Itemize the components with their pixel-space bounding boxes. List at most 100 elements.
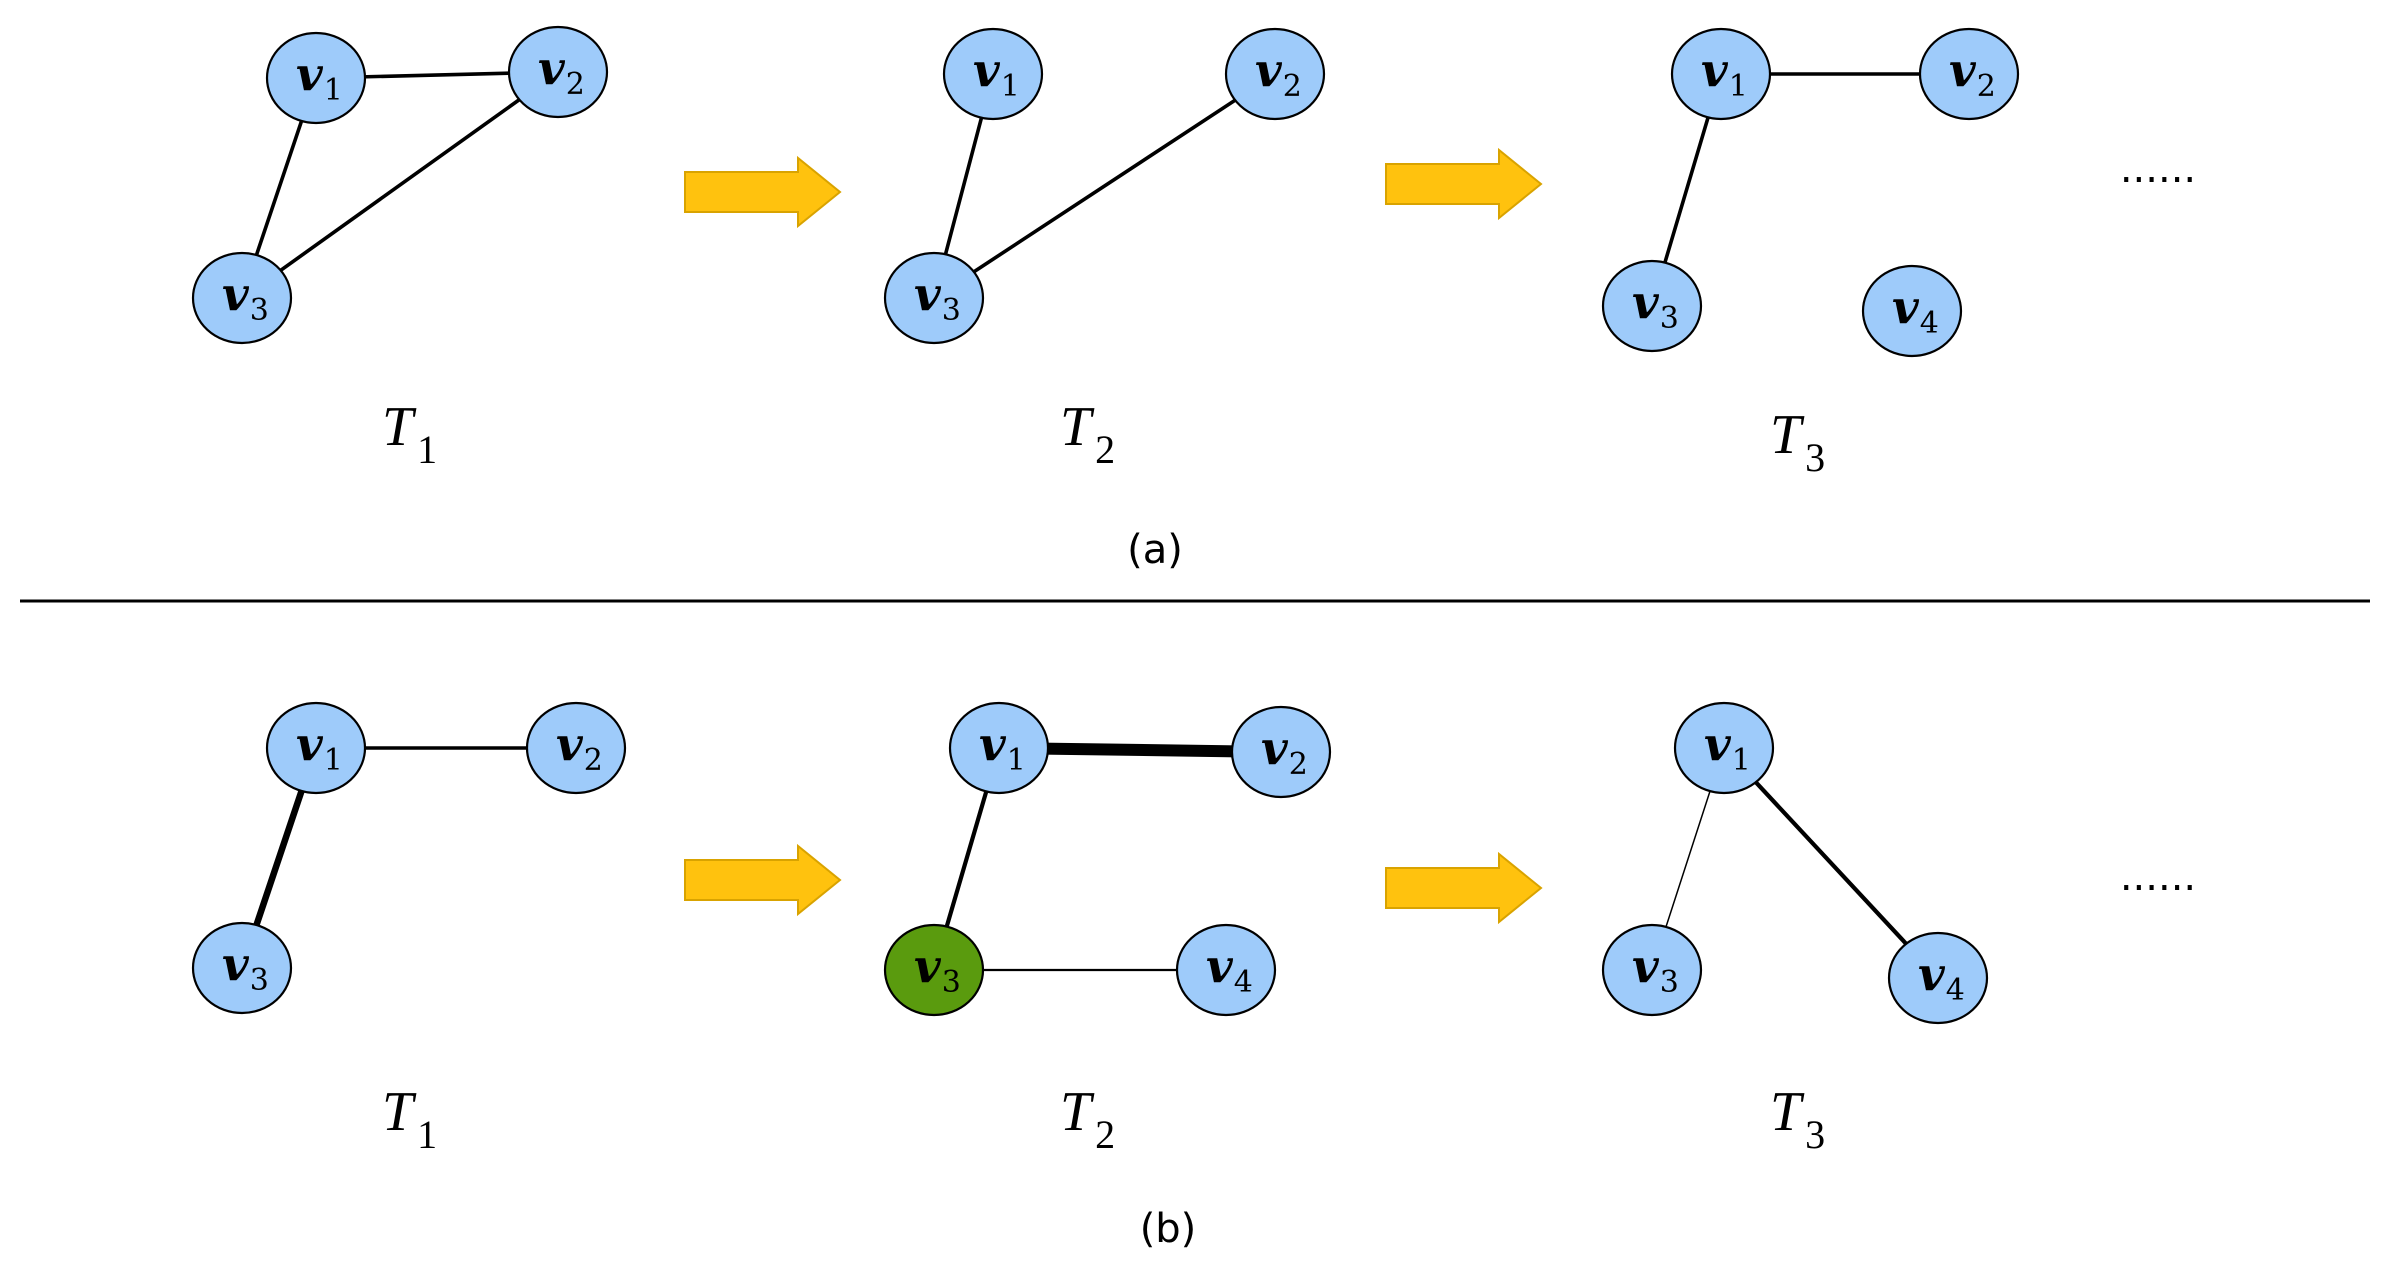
node-v4: v4: [1861, 264, 1963, 358]
node-label-subscript: 1: [324, 73, 343, 108]
edge-v2-v3: [240, 70, 560, 300]
snapshot-label-subscript: 3: [1805, 1112, 1825, 1157]
snapshot-label-main: T: [382, 396, 417, 458]
node-label-subscript: 4: [1920, 306, 1939, 341]
node-v3: v3: [883, 923, 985, 1017]
node-label-subscript: 1: [1729, 69, 1748, 104]
node-label: v3: [222, 937, 269, 998]
node-label: v2: [1255, 43, 1302, 104]
node-label: v2: [556, 717, 603, 778]
node-circle: [883, 923, 985, 1017]
node-label-main: v: [979, 717, 1007, 771]
node-v2: v2: [1918, 27, 2020, 121]
node-v1: v1: [1673, 701, 1775, 795]
node-label: v4: [1918, 947, 1965, 1008]
node-label-main: v: [538, 41, 566, 95]
node-label: v3: [1632, 275, 1679, 336]
node-label-subscript: 3: [1660, 965, 1679, 1000]
snapshot-label-main: T: [1060, 396, 1095, 458]
snapshot-label-subscript: 1: [417, 427, 437, 472]
node-label-main: v: [222, 937, 250, 991]
node-v4: v4: [1175, 923, 1277, 1017]
node-label: v1: [296, 717, 343, 778]
node-label-main: v: [1255, 43, 1283, 97]
transition-arrow-icon: [684, 155, 842, 229]
node-label: v4: [1206, 939, 1253, 1000]
node-label-main: v: [1632, 939, 1660, 993]
transition-arrow-icon: [1385, 851, 1543, 925]
node-v1: v1: [942, 27, 1044, 121]
node-v1: v1: [265, 701, 367, 795]
node-v1: v1: [265, 31, 367, 125]
continuation-ellipsis: ......: [2120, 854, 2196, 900]
node-circle: [1918, 27, 2020, 121]
node-label: v3: [222, 267, 269, 328]
node-circle: [1601, 923, 1703, 1017]
node-label: v1: [973, 43, 1020, 104]
node-v3: v3: [1601, 923, 1703, 1017]
node-label-main: v: [222, 267, 250, 321]
node-v4: v4: [1887, 931, 1989, 1025]
node-circle: [1670, 27, 1772, 121]
node-circle: [1224, 27, 1326, 121]
node-v2: v2: [507, 25, 609, 119]
node-label: v2: [1261, 721, 1308, 782]
node-label-main: v: [1704, 717, 1732, 771]
node-label-main: v: [1261, 721, 1289, 775]
panel-caption: (b): [1140, 1206, 1197, 1252]
node-circle: [1673, 701, 1775, 795]
node-label-subscript: 1: [324, 743, 343, 778]
node-label-subscript: 1: [1001, 69, 1020, 104]
node-label-main: v: [296, 47, 324, 101]
node-label: v3: [914, 939, 961, 1000]
node-label-main: v: [1949, 43, 1977, 97]
node-circle: [191, 251, 293, 345]
node-v3: v3: [1601, 259, 1703, 353]
node-label: v4: [1892, 280, 1939, 341]
node-label-subscript: 3: [250, 963, 269, 998]
snapshot-label-main: T: [1770, 404, 1805, 466]
node-label-main: v: [1892, 280, 1920, 334]
node-label: v1: [1701, 43, 1748, 104]
node-label-subscript: 2: [1977, 69, 1996, 104]
node-circle: [942, 27, 1044, 121]
node-label: v3: [1632, 939, 1679, 1000]
node-label-subscript: 2: [1283, 69, 1302, 104]
node-label-main: v: [1701, 43, 1729, 97]
transition-arrow-icon: [684, 843, 842, 917]
node-circle: [1861, 264, 1963, 358]
node-label-main: v: [296, 717, 324, 771]
node-label-subscript: 2: [584, 743, 603, 778]
node-v2: v2: [1230, 705, 1332, 799]
node-label: v1: [296, 47, 343, 108]
node-circle: [525, 701, 627, 795]
node-circle: [265, 31, 367, 125]
node-label-subscript: 2: [1289, 747, 1308, 782]
edge-v2-v3: [933, 72, 1276, 300]
snapshot-label-main: T: [1770, 1081, 1805, 1143]
node-label-main: v: [1918, 947, 1946, 1001]
node-circle: [1601, 259, 1703, 353]
panel-caption: (a): [1127, 527, 1183, 573]
node-label-subscript: 3: [942, 293, 961, 328]
node-v3: v3: [191, 251, 293, 345]
node-v2: v2: [1224, 27, 1326, 121]
node-label-subscript: 1: [1007, 743, 1026, 778]
node-v3: v3: [191, 921, 293, 1015]
node-label-main: v: [1632, 275, 1660, 329]
snapshot-label-subscript: 2: [1095, 427, 1115, 472]
